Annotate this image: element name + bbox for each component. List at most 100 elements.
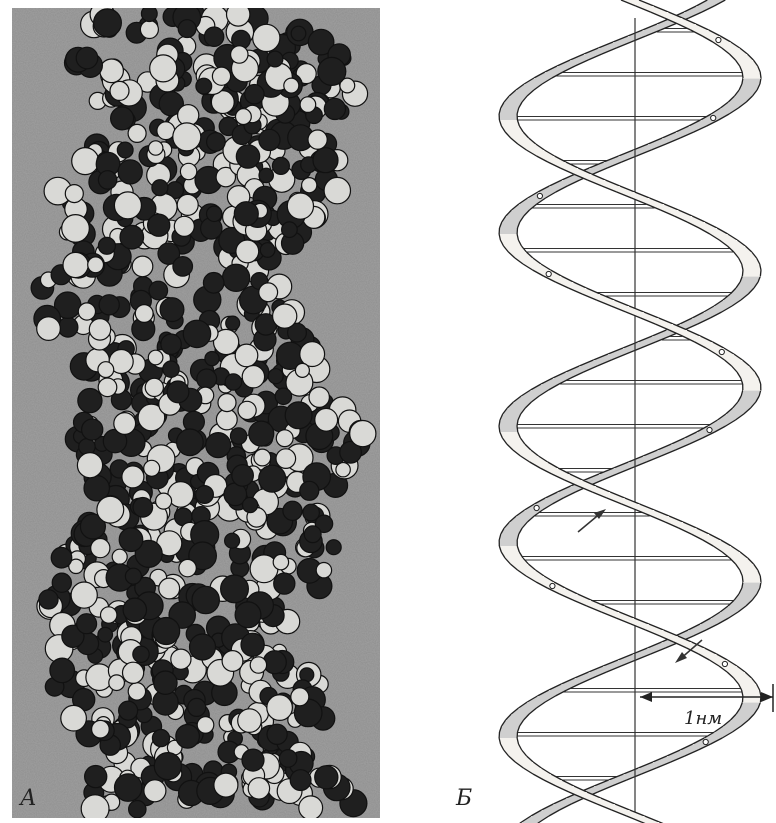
base-pair-rung — [593, 601, 736, 605]
atom-sphere — [120, 225, 144, 249]
atom-sphere — [291, 26, 306, 41]
atom-sphere — [242, 366, 264, 388]
atom-sphere — [129, 801, 146, 818]
atom-sphere — [92, 720, 110, 738]
atom-sphere — [179, 559, 196, 576]
atom-sphere — [232, 465, 254, 487]
atom-sphere — [176, 725, 200, 749]
atom-sphere — [78, 303, 95, 320]
atom-sphere — [173, 257, 193, 277]
strand-two-segment — [742, 582, 761, 589]
atom-sphere — [85, 766, 107, 788]
atom-sphere — [159, 578, 180, 599]
strand-one-segment — [740, 702, 760, 709]
atom-sphere — [178, 20, 196, 38]
atom-sphere — [214, 773, 238, 797]
atom-sphere — [65, 185, 83, 203]
atom-sphere — [236, 145, 259, 168]
atom-sphere — [81, 795, 109, 818]
atom-sphere — [140, 21, 158, 39]
atom-sphere — [276, 430, 293, 447]
strand-two-segment — [598, 42, 631, 49]
atom-sphere — [283, 501, 302, 520]
base-pair-rung — [520, 557, 733, 561]
atom-sphere — [88, 257, 104, 273]
atom-sphere — [114, 413, 136, 435]
atom-sphere — [188, 698, 206, 716]
atom-sphere — [98, 378, 117, 397]
atom-sphere — [39, 590, 58, 609]
strand-two-segment — [742, 264, 761, 271]
base-pair-rung — [522, 249, 735, 253]
strand-one-segment — [611, 306, 644, 313]
atom-sphere — [112, 549, 127, 564]
atom-sphere — [149, 141, 163, 155]
phosphate-dot — [537, 193, 542, 198]
atom-sphere — [149, 281, 168, 300]
phosphate-dot — [707, 427, 712, 432]
panel-label-b: Б — [456, 786, 472, 811]
atom-sphere — [101, 607, 117, 623]
atom-sphere — [279, 750, 297, 768]
atom-sphere — [98, 171, 116, 189]
atom-sphere — [267, 695, 293, 721]
atom-sphere — [324, 177, 350, 203]
base-pair-rung — [556, 73, 746, 77]
atom-sphere — [236, 240, 259, 263]
phosphate-dot — [703, 739, 708, 744]
base-pair-rung — [597, 293, 733, 297]
atom-sphere — [287, 193, 313, 219]
atom-sphere — [125, 568, 141, 584]
atom-sphere — [300, 481, 319, 500]
atom-sphere — [91, 539, 110, 558]
atom-sphere — [77, 614, 97, 634]
atom-sphere — [50, 658, 75, 683]
atom-sphere — [260, 243, 275, 258]
atom-sphere — [216, 409, 237, 430]
atom-sphere — [82, 419, 103, 440]
atom-sphere — [206, 433, 231, 458]
atom-sphere — [315, 408, 338, 431]
atom-sphere — [350, 421, 376, 447]
helix-strand-back — [499, 0, 761, 823]
strand-one-segment — [742, 78, 761, 85]
atom-sphere — [241, 633, 264, 656]
atom-sphere — [313, 148, 338, 173]
atom-sphere — [218, 394, 236, 412]
atom-sphere — [154, 671, 177, 694]
strand-two-segment — [742, 270, 761, 277]
base-pair-rung — [514, 733, 714, 737]
atom-sphere — [71, 582, 97, 608]
atom-sphere — [267, 724, 287, 744]
base-pair-rung — [560, 381, 745, 385]
atom-sphere — [300, 97, 316, 113]
atom-sphere — [276, 449, 296, 469]
atom-sphere — [135, 305, 153, 323]
atom-sphere — [123, 662, 144, 683]
atom-sphere — [222, 651, 243, 672]
base-pair-rung — [564, 689, 745, 693]
base-pair-rung — [514, 117, 707, 121]
atom-sphere — [118, 160, 142, 184]
atom-sphere — [154, 753, 181, 780]
atom-sphere — [223, 264, 250, 291]
strand-one-segment — [596, 300, 629, 307]
atom-sphere — [235, 344, 258, 367]
atom-sphere — [212, 67, 230, 85]
atom-sphere — [109, 675, 125, 691]
atom-sphere — [171, 649, 191, 669]
atom-sphere — [150, 55, 177, 82]
atom-sphere — [100, 59, 124, 83]
atom-sphere — [61, 705, 87, 731]
atom-sphere — [62, 215, 90, 243]
atom-sphere — [52, 573, 71, 592]
strand-two-segment-edge — [742, 270, 743, 276]
atom-sphere — [275, 388, 291, 404]
atom-sphere — [282, 222, 298, 238]
atom-sphere — [299, 796, 323, 818]
atom-sphere — [205, 352, 219, 366]
atom-sphere — [117, 142, 133, 158]
atom-sphere — [315, 766, 338, 789]
atom-sphere — [114, 192, 141, 219]
phosphate-dot — [534, 505, 539, 510]
